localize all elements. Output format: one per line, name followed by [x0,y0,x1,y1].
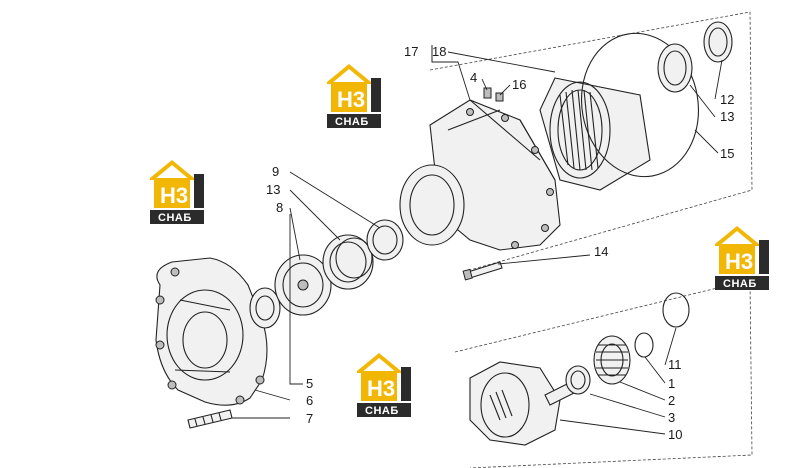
callout-7: 7 [306,411,313,426]
callout-15: 15 [720,146,734,161]
wheel-stud-part-7 [187,409,233,429]
bearing-part-13-top [657,43,693,93]
callout-10: 10 [668,427,682,442]
planet-carrier-part-10 [469,361,581,446]
callout-16: 16 [512,77,526,92]
svg-text:СНАБ: СНАБ [335,116,369,128]
ring-gear-part-15 [539,77,651,191]
svg-text:СНАБ: СНАБ [365,405,399,417]
wheel-hub-part-6 [155,257,281,406]
watermark-logo-3: H3 СНАБ [715,226,769,290]
callout-9: 9 [272,164,279,179]
bearing-race-part-9 [366,219,404,261]
callouts: 17 18 4 16 12 13 15 9 13 8 14 11 1 2 3 1… [266,44,734,442]
svg-text:H3: H3 [725,249,753,274]
callout-6: 6 [306,393,313,408]
watermark-logo-1: H3 СНАБ [327,64,381,128]
assembly-frame-bottom [454,279,753,468]
svg-text:H3: H3 [367,376,395,401]
callout-11: 11 [668,357,682,372]
watermark-logo-2: H3 СНАБ [150,160,204,224]
svg-text:СНАБ: СНАБ [723,278,757,290]
watermark-logo-4: H3 СНАБ [357,353,411,417]
seal-ring-part-8 [274,254,332,316]
svg-text:СНАБ: СНАБ [158,212,192,224]
thrust-washer-part-1 [634,332,654,358]
bearing-part-13 [322,234,374,290]
svg-text:H3: H3 [337,87,365,112]
callout-13-top: 13 [720,109,734,124]
planetary-housing-part-18 [399,99,561,251]
leader-lines [232,45,723,435]
callout-3: 3 [668,410,675,425]
svg-text:H3: H3 [160,183,188,208]
bolt-part-14 [462,261,503,281]
assembly-frame-top [429,11,753,271]
o-ring-part-15 [580,32,700,178]
ring-nut-part-12 [703,21,733,63]
callout-2: 2 [668,393,675,408]
sun-gear-part-2 [593,335,631,385]
callout-14: 14 [594,244,608,259]
callout-8: 8 [276,200,283,215]
callout-18: 18 [432,44,446,59]
callout-13-mid: 13 [266,182,280,197]
callout-4: 4 [470,70,477,85]
spacer-part-3 [565,365,591,395]
callout-1: 1 [668,376,675,391]
snap-ring-part-11 [662,292,690,328]
callout-17: 17 [404,44,418,59]
callout-12: 12 [720,92,734,107]
callout-5: 5 [306,376,313,391]
plug-part-4 [483,87,504,102]
